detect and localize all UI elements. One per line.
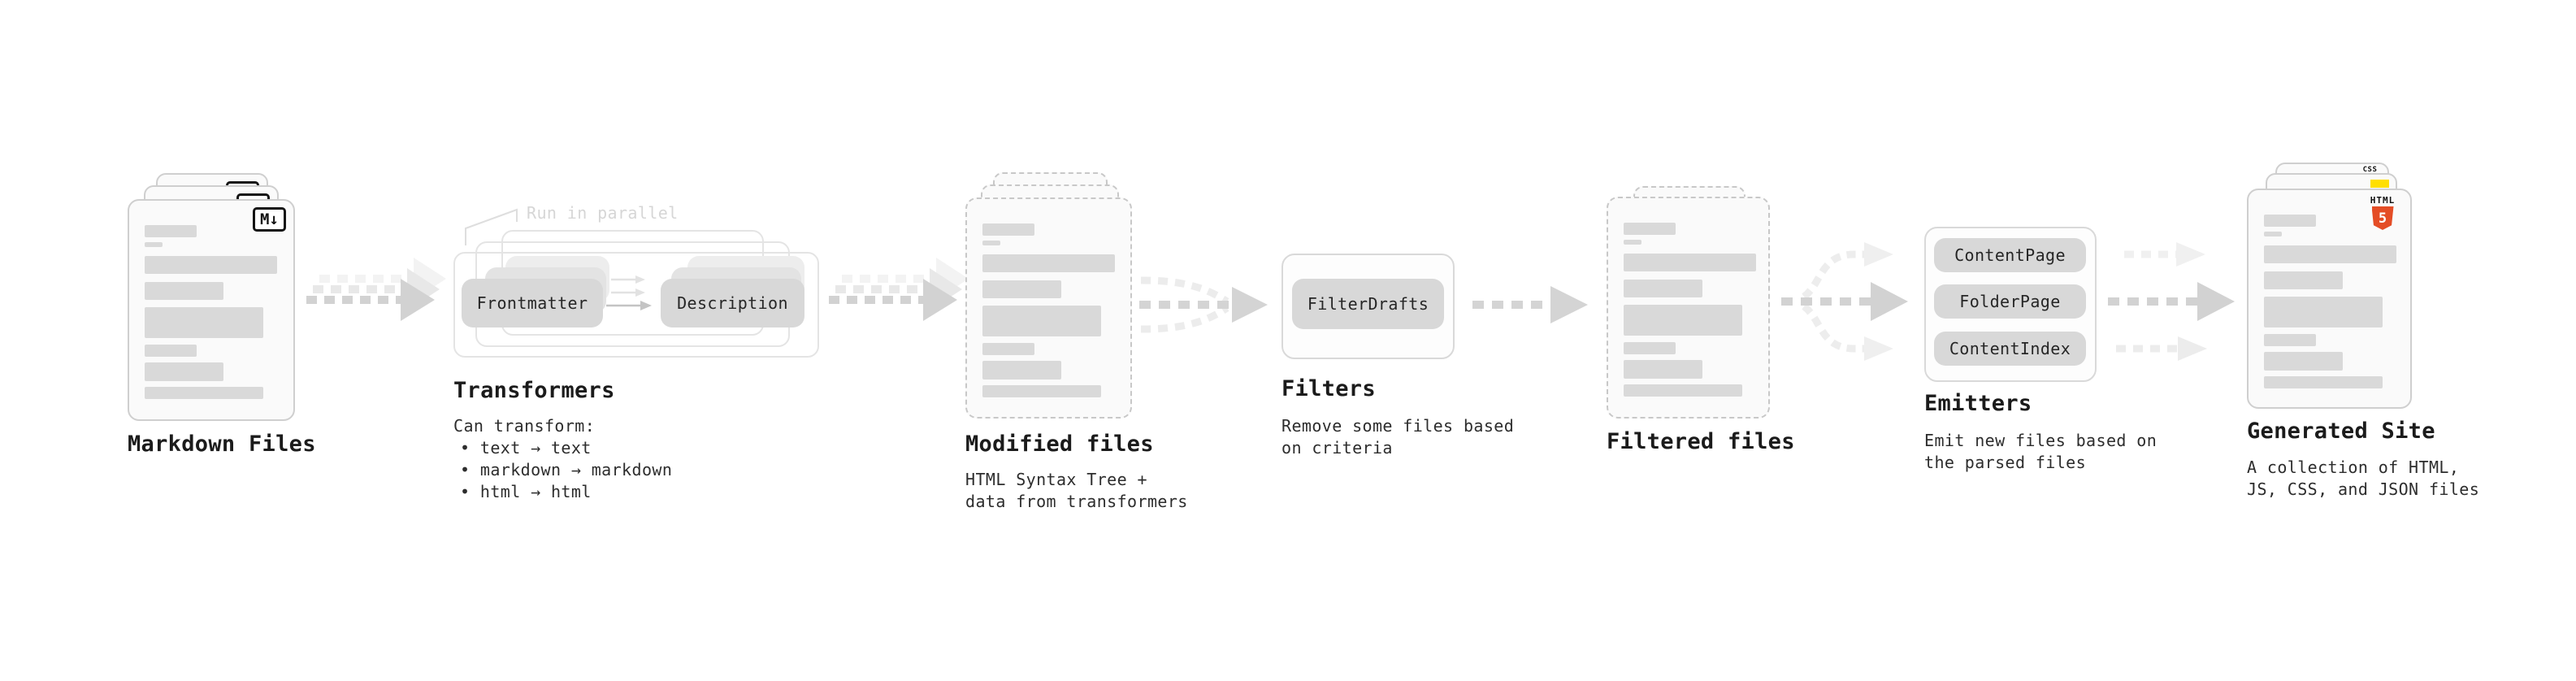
stage-label-markdown-files: Markdown Files bbox=[128, 432, 316, 457]
doc-line-placeholder bbox=[145, 345, 197, 357]
doc-line-placeholder bbox=[145, 242, 163, 247]
doc-line-placeholder bbox=[145, 282, 223, 300]
emitter-pill-folderpage: FolderPage bbox=[1934, 284, 2086, 319]
doc-line-placeholder bbox=[2264, 215, 2316, 227]
stage-label-filtered-files: Filtered files bbox=[1607, 429, 1795, 454]
stage-label-generated-site: Generated Site bbox=[2247, 419, 2435, 444]
doc-line-placeholder bbox=[145, 387, 263, 399]
doc-line-placeholder bbox=[982, 254, 1115, 272]
doc-line-placeholder bbox=[1624, 342, 1676, 354]
html5-icon-shield: 5 bbox=[2371, 206, 2394, 230]
markdown-icon: M↓ bbox=[253, 207, 286, 232]
doc-line-placeholder bbox=[2264, 352, 2343, 371]
doc-line-placeholder bbox=[1624, 240, 1641, 245]
filtered-file-card-front bbox=[1607, 197, 1770, 419]
flow-arrow-emitters-to-generated bbox=[2108, 242, 2235, 361]
generated-site-description: A collection of HTML, JS, CSS, and JSON … bbox=[2247, 457, 2479, 501]
emitters-description: Emit new files based on the parsed files bbox=[1924, 430, 2157, 474]
modified-files-description-line: data from transformers bbox=[965, 492, 1188, 511]
doc-line-placeholder bbox=[982, 241, 1000, 245]
doc-line-placeholder bbox=[1624, 223, 1676, 235]
transformer-frame-front bbox=[453, 252, 819, 358]
doc-line-placeholder bbox=[145, 256, 277, 274]
doc-line-placeholder bbox=[1624, 280, 1702, 297]
run-in-parallel-note: Run in parallel bbox=[527, 203, 679, 223]
stage-label-filters: Filters bbox=[1281, 376, 1376, 401]
doc-line-placeholder bbox=[1624, 254, 1756, 271]
stage-label-emitters: Emitters bbox=[1924, 391, 2032, 416]
flow-arrow-filtered-to-emitters bbox=[1781, 242, 1908, 361]
css-icon-label: CSS bbox=[2362, 166, 2378, 174]
filter-pill-filterdrafts: FilterDrafts bbox=[1292, 279, 1444, 329]
javascript-icon bbox=[2370, 180, 2389, 188]
html5-icon: HTML 5 bbox=[2363, 196, 2402, 230]
modified-file-card-front bbox=[965, 197, 1132, 419]
generated-file-card-front: HTML 5 bbox=[2247, 189, 2412, 409]
transformer-pill-description: Description bbox=[661, 279, 804, 327]
doc-line-placeholder bbox=[2264, 334, 2316, 346]
modified-files-description-line: HTML Syntax Tree + bbox=[965, 470, 1147, 489]
doc-line-placeholder bbox=[2264, 232, 2282, 236]
doc-line-placeholder bbox=[145, 225, 197, 237]
doc-line-placeholder bbox=[1624, 360, 1702, 379]
emitter-pill-contentpage: ContentPage bbox=[1934, 238, 2086, 272]
doc-line-placeholder bbox=[982, 343, 1034, 355]
emitters-description-line: Emit new files based on bbox=[1924, 431, 2158, 450]
flow-arrow-markdown-to-transformers bbox=[306, 258, 446, 321]
doc-line-placeholder bbox=[982, 306, 1101, 336]
flow-arrow-modified-to-filters bbox=[1139, 276, 1268, 333]
run-in-parallel-callout-line bbox=[465, 208, 518, 245]
doc-line-placeholder bbox=[145, 307, 263, 338]
pill-to-pill-arrows bbox=[606, 275, 652, 310]
transformers-bullet: • text → text bbox=[460, 438, 592, 458]
filters-description: Remove some files based on criteria bbox=[1281, 415, 1514, 459]
doc-line-placeholder bbox=[982, 223, 1034, 236]
generated-site-description-line: A collection of HTML, bbox=[2247, 458, 2460, 477]
html5-icon-word: HTML bbox=[2370, 195, 2396, 206]
emitter-pill-contentindex: ContentIndex bbox=[1934, 332, 2086, 366]
modified-files-description: HTML Syntax Tree + data from transformer… bbox=[965, 469, 1188, 513]
doc-line-placeholder bbox=[982, 280, 1061, 298]
doc-line-placeholder bbox=[145, 362, 223, 381]
flow-arrow-transformers-to-modified bbox=[829, 258, 969, 321]
emitters-description-line: the parsed files bbox=[1924, 453, 2087, 472]
doc-line-placeholder bbox=[2264, 245, 2396, 263]
html5-icon-number: 5 bbox=[2378, 210, 2387, 227]
filters-description-line: Remove some files based bbox=[1281, 416, 1515, 436]
doc-line-placeholder bbox=[982, 361, 1061, 380]
doc-line-placeholder bbox=[982, 385, 1101, 397]
transformers-bullet: • html → html bbox=[460, 482, 592, 501]
flow-arrow-filters-to-filtered bbox=[1472, 286, 1588, 323]
stage-label-modified-files: Modified files bbox=[965, 432, 1154, 457]
markdown-file-card-front: M↓ bbox=[128, 199, 295, 421]
transformers-bullet: • markdown → markdown bbox=[460, 460, 673, 479]
filters-description-line: on criteria bbox=[1281, 438, 1393, 458]
transformer-pill-frontmatter: Frontmatter bbox=[462, 279, 603, 327]
doc-line-placeholder bbox=[1624, 305, 1742, 336]
doc-line-placeholder bbox=[2264, 297, 2383, 327]
doc-line-placeholder bbox=[2264, 376, 2383, 388]
doc-line-placeholder bbox=[2264, 271, 2343, 289]
transformers-subtitle: Can transform: bbox=[453, 416, 596, 436]
generated-site-description-line: JS, CSS, and JSON files bbox=[2247, 479, 2480, 499]
stage-label-transformers: Transformers bbox=[453, 378, 615, 403]
doc-line-placeholder bbox=[1624, 384, 1742, 397]
transformers-bullets: • text → text • markdown → markdown • ht… bbox=[460, 437, 672, 503]
